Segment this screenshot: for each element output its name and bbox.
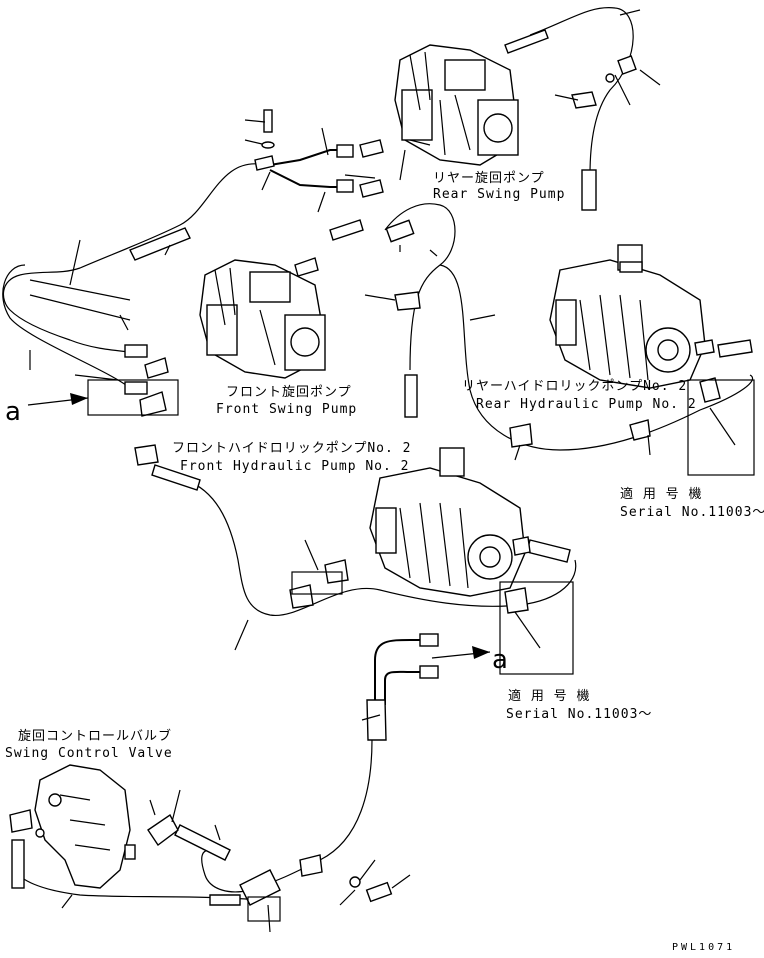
label-rear-swing-pump-en: Rear Swing Pump	[433, 187, 565, 202]
arrow-a-left	[27, 393, 89, 406]
label-front-hydraulic-pump-jp: フロントハイドロリックポンプNo. 2	[172, 441, 411, 456]
label-rear-hydraulic-pump-en: Rear Hydraulic Pump No. 2	[476, 397, 697, 412]
leader-rear-detail	[709, 407, 736, 446]
serial-detail-box-rear	[687, 379, 755, 476]
serial-detail-box-front	[499, 581, 574, 675]
rear-hydraulic-pump-no2	[549, 244, 706, 389]
drawing-code: PWL1071	[672, 942, 735, 953]
detail-box-clamp	[291, 571, 343, 595]
swing-control-valve	[34, 764, 136, 889]
label-applicable-serial-1-jp: 適 用 号 機	[620, 486, 702, 502]
hose-lines	[2, 7, 753, 906]
front-swing-pump	[199, 259, 326, 379]
label-ref-a-right: a	[492, 645, 508, 675]
label-rear-swing-pump-jp: リヤー旋回ポンプ	[433, 171, 545, 186]
label-rear-hydraulic-pump-jp: リヤーハイドロリックポンプNo. 2	[462, 379, 687, 394]
rear-swing-pump	[394, 44, 519, 181]
label-front-swing-pump-jp: フロント旋回ポンプ	[226, 385, 352, 400]
leader-lines	[29, 9, 661, 933]
label-front-swing-pump-en: Front Swing Pump	[216, 402, 357, 417]
label-ref-a-left: a	[5, 397, 21, 427]
label-applicable-serial-2-jp: 適 用 号 機	[508, 688, 590, 704]
label-front-hydraulic-pump-en: Front Hydraulic Pump No. 2	[180, 459, 410, 474]
front-hydraulic-pump-no2	[369, 447, 526, 597]
label-applicable-serial-1-en: Serial No.11003〜	[620, 505, 764, 520]
detail-box-bottom	[247, 896, 281, 922]
arrow-a-right	[431, 646, 491, 659]
label-applicable-serial-2-en: Serial No.11003〜	[506, 707, 652, 722]
label-swing-control-valve-en: Swing Control Valve	[5, 746, 173, 761]
label-swing-control-valve-jp: 旋回コントロールバルブ	[18, 728, 172, 744]
leader-front-detail	[514, 611, 541, 649]
detail-box-a-left	[87, 379, 179, 416]
